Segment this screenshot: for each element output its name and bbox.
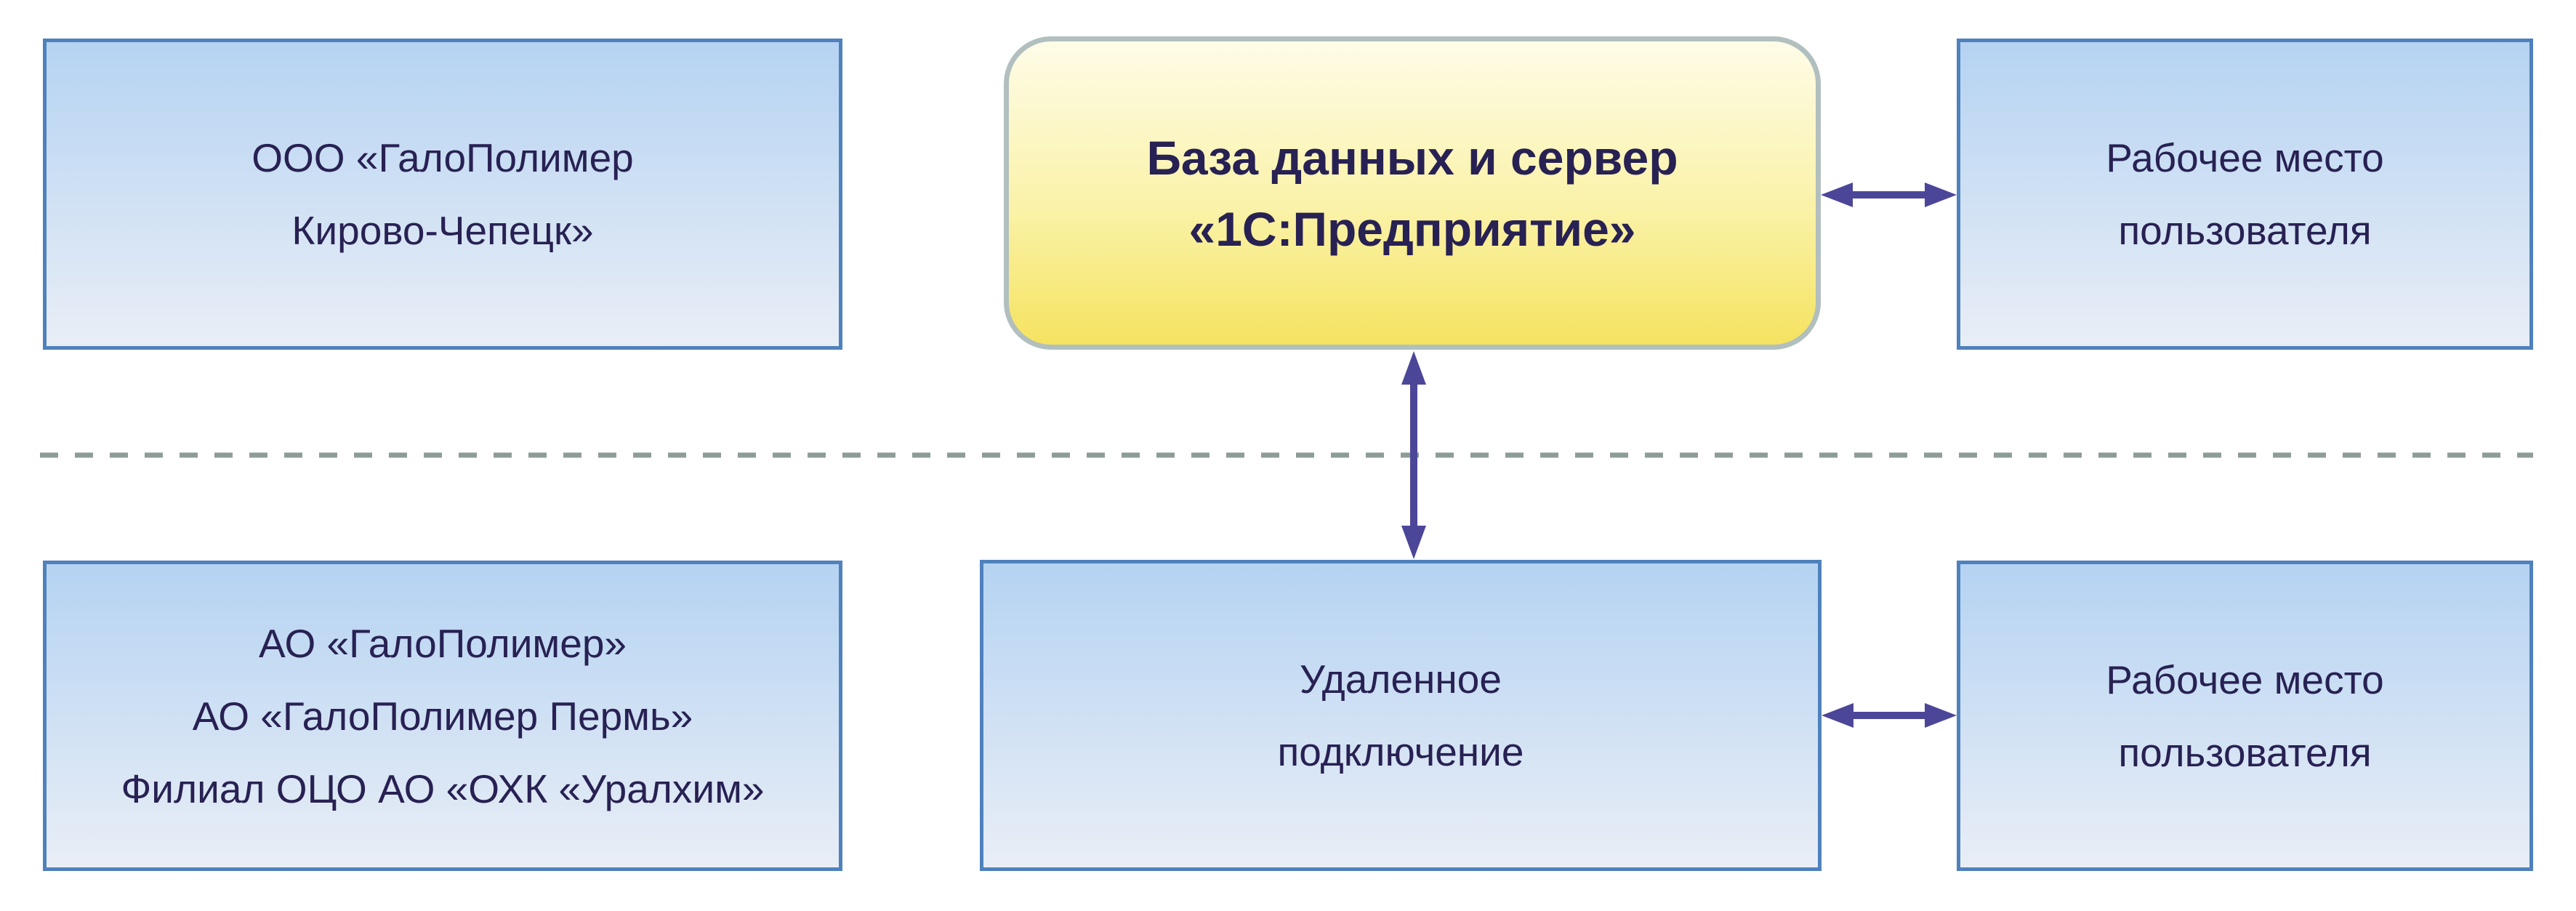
node-label-line: ООО «ГалоПолимер [251, 135, 634, 180]
node-label-line: пользователя [2118, 208, 2372, 253]
double-arrow-server-remote-connection-icon [1401, 351, 1426, 559]
node-label-line: Филиал ОЦО АО «ОХК «Уралхим» [121, 766, 765, 811]
node-label-line: Удаленное [1300, 657, 1502, 702]
node-label-line: Рабочее место [2106, 135, 2384, 180]
node-user-workstation-bottom: Рабочее место пользователя [1957, 561, 2533, 871]
node-remote-connection: Удаленное подключение [980, 560, 1822, 871]
node-remote-companies: АО «ГалоПолимер» АО «ГалоПолимер Пермь» … [43, 561, 842, 871]
node-label-line: База данных и сервер [1146, 130, 1678, 185]
node-user-workstation-top: Рабочее место пользователя [1957, 39, 2533, 350]
node-label-line: АО «ГалоПолимер» [258, 620, 627, 666]
node-galopolymer-kirovo-chepetsk: ООО «ГалоПолимер Кирово-Чепецк» [43, 39, 842, 350]
node-label-line: «1С:Предприятие» [1188, 201, 1636, 256]
double-arrow-remote-workstation-icon [1822, 703, 1957, 728]
double-arrow-server-workstation-icon [1821, 182, 1957, 207]
node-label-line: подключение [1277, 729, 1524, 774]
node-label-line: Кирово-Чепецк» [291, 208, 594, 253]
node-label-line: АО «ГалоПолимер Пермь» [192, 693, 693, 739]
node-label-line: пользователя [2118, 729, 2372, 775]
node-label-line: Рабочее место [2106, 657, 2384, 702]
node-database-1c-server: База данных и сервер «1С:Предприятие» [1004, 36, 1821, 350]
